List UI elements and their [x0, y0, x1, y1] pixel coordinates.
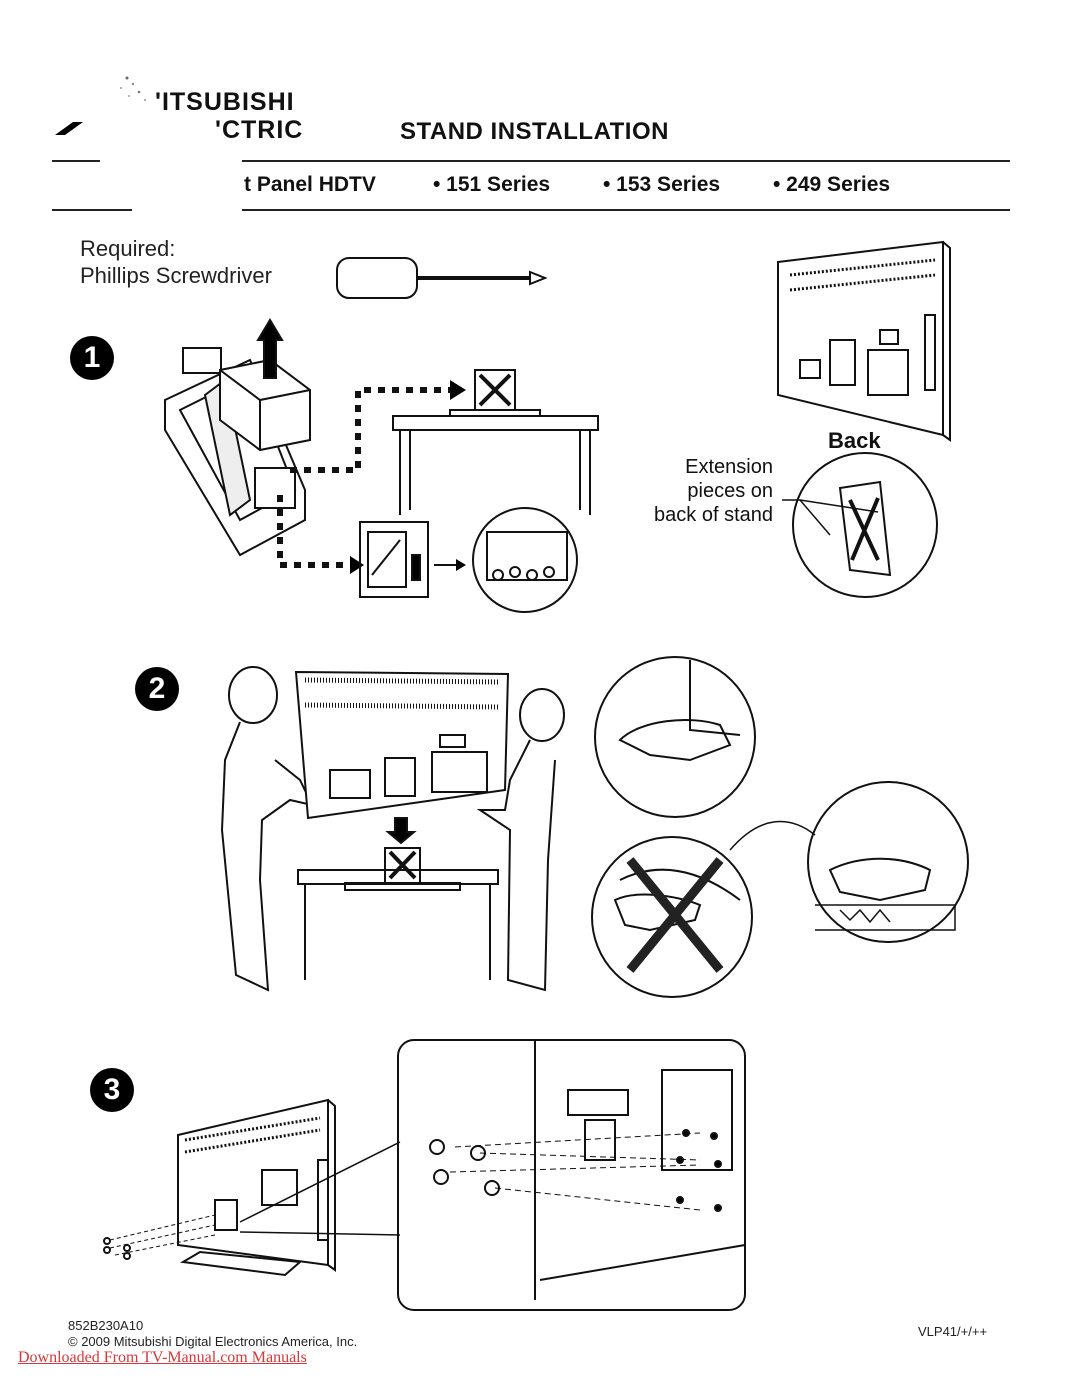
- extension-note: Extension pieces on back of stand: [654, 456, 773, 526]
- required-tool: Phillips Screwdriver: [80, 263, 272, 288]
- back-label: Back: [828, 428, 881, 453]
- brand-logo: 'ITSUBISHI 'CTRIC: [55, 70, 315, 144]
- header-rule-top-left: [52, 160, 100, 162]
- copyright: © 2009 Mitsubishi Digital Electronics Am…: [68, 1334, 358, 1349]
- hand-detail-wrong: [591, 836, 753, 998]
- page-title: STAND INSTALLATION: [400, 118, 669, 145]
- stand-on-table-illustration: [392, 369, 599, 515]
- parts-bag-illustration: [359, 507, 578, 613]
- download-link[interactable]: Downloaded From TV-Manual.com Manuals: [18, 1349, 307, 1366]
- tv-back-illustration: [777, 240, 951, 442]
- header-rule-bottom: [242, 209, 1010, 211]
- arrow-head-icon: [450, 380, 466, 400]
- hand-detail-ok: [594, 656, 756, 818]
- step-2-badge: 2: [135, 667, 179, 711]
- series-item: • 153 Series: [603, 173, 721, 196]
- extension-pieces-detail: [782, 452, 938, 598]
- series-item: t Panel HDTV: [244, 173, 376, 196]
- series-item: • 151 Series: [433, 173, 551, 196]
- tv-stand-mount-illustration: [103, 1098, 401, 1277]
- header-rule-top: [242, 160, 1010, 162]
- brand-name-line1: 'ITSUBISHI: [155, 88, 295, 116]
- brand-logo-mark-icon: [55, 76, 146, 135]
- dotted-arrows: [277, 387, 450, 568]
- header-rule-bottom-left: [52, 209, 132, 211]
- screwdriver-icon: [336, 257, 548, 299]
- model-numbers: VLP41/+/++: [918, 1324, 988, 1339]
- tv-box-illustration: [164, 318, 311, 557]
- step-3-badge: 3: [90, 1068, 134, 1112]
- curved-arrow-icon: [729, 820, 816, 851]
- step-1-badge: 1: [70, 336, 114, 380]
- arrow-head-icon: [350, 556, 364, 574]
- people-lifting-tv-illustration: [220, 666, 565, 992]
- brand-name-line2: 'CTRIC: [215, 116, 304, 144]
- part-number: 852B230A10: [68, 1318, 144, 1333]
- required-label: Required:: [80, 236, 176, 261]
- mount-screws-detail: [397, 1039, 746, 1311]
- hand-detail-correct: [807, 781, 969, 943]
- series-item: • 249 Series: [773, 173, 891, 196]
